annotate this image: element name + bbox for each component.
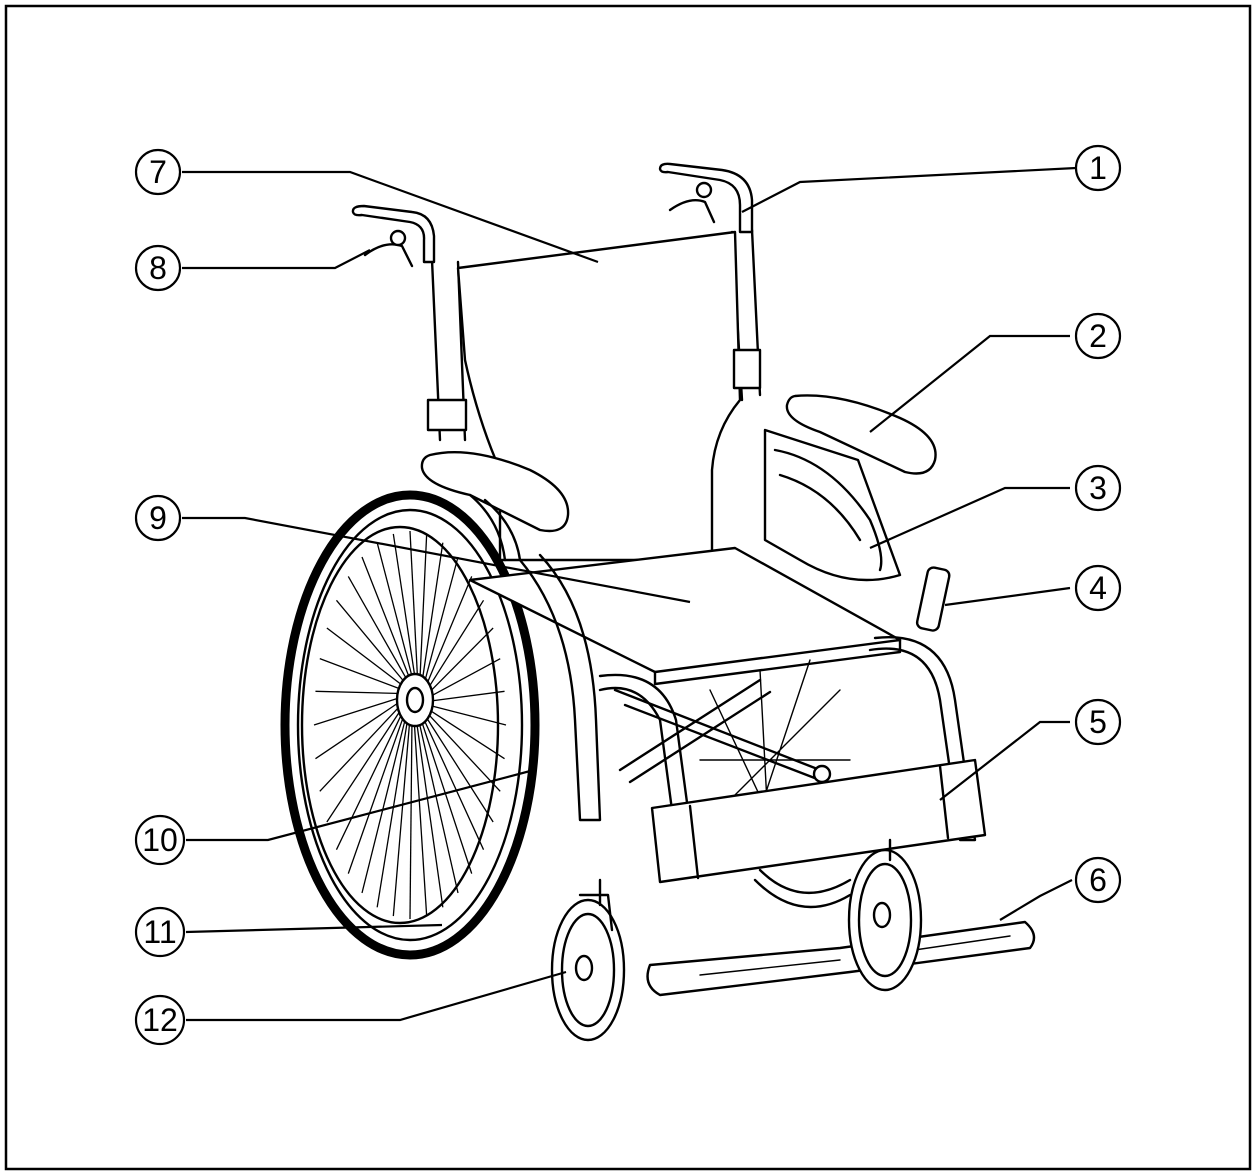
spoke [421,709,494,823]
spoke [335,599,411,689]
spoke [413,713,428,917]
svg-text:6: 6 [1089,862,1107,898]
wheelchair-illustration [280,162,1036,1042]
svg-text:5: 5 [1089,704,1107,740]
spoke [424,703,507,726]
svg-text:9: 9 [149,500,167,536]
spoke [424,658,501,700]
calf-strap [650,758,987,884]
spoke [326,702,406,823]
spoke [424,690,505,703]
callout-3: 3 [1074,464,1122,512]
spoke [424,627,494,698]
spoke [376,711,410,908]
spoke [423,599,485,695]
page-border [4,4,1252,1171]
spoke [422,708,501,792]
rear-wheel-far [699,659,852,909]
leader-6 [999,879,1073,921]
spoke [418,533,428,688]
caster-wheel-right [847,838,923,992]
spoke [420,542,444,689]
svg-text:3: 3 [1089,470,1107,506]
spoke [313,695,406,726]
callout-5: 5 [1074,698,1122,746]
leader-11 [185,923,443,934]
svg-text:11: 11 [143,914,176,950]
spoke [361,709,409,894]
leader-lines [182,166,1077,1022]
callout-9: 9 [134,494,182,542]
spoke [409,713,413,920]
svg-text:4: 4 [1089,570,1107,606]
caster-wheel-left [550,878,626,1042]
leader-4 [944,586,1071,607]
leader-9 [182,516,691,604]
spoke [361,556,414,687]
spoke [319,658,408,693]
spoke [392,533,417,687]
svg-text:12: 12 [142,1002,178,1038]
spoke [376,542,416,687]
callout-1: 1 [1074,144,1122,192]
leader-10 [186,768,535,842]
callout-8: 8 [134,244,182,292]
svg-text:10: 10 [142,822,178,858]
callout-10: 10 [134,814,186,866]
callout-7: 7 [134,148,182,196]
spoke [422,576,473,693]
armrest-left [420,450,570,533]
footrest [646,920,1036,997]
spoke [347,576,412,688]
leader-12 [186,970,567,1022]
callout-6: 6 [1074,856,1122,904]
svg-text:8: 8 [149,250,167,286]
leader-5 [939,720,1070,801]
spoke [315,690,407,695]
rear-wheel [280,490,540,960]
spoke [414,713,444,908]
spoke [419,711,485,850]
spoke [347,707,408,874]
spoke [315,697,406,760]
callout-4: 4 [1074,564,1122,612]
spoke [416,713,459,894]
svg-text:7: 7 [149,154,167,190]
spoke [409,530,419,687]
svg-text:1: 1 [1089,150,1107,186]
spoke [392,712,412,917]
spoke [335,705,407,850]
leader-8 [182,249,371,270]
spoke [326,627,409,691]
callout-11: 11 [134,906,186,958]
armrest-right [785,394,937,475]
svg-text:2: 2 [1089,318,1107,354]
spoke [423,705,505,760]
spoke [421,556,459,691]
leader-2 [869,334,1070,433]
spoke [319,700,406,792]
folding-lever [915,566,951,632]
leader-7 [182,170,599,264]
leader-1 [741,166,1077,213]
leader-3 [869,486,1070,550]
callout-2: 2 [1074,312,1122,360]
callout-12: 12 [134,994,186,1046]
